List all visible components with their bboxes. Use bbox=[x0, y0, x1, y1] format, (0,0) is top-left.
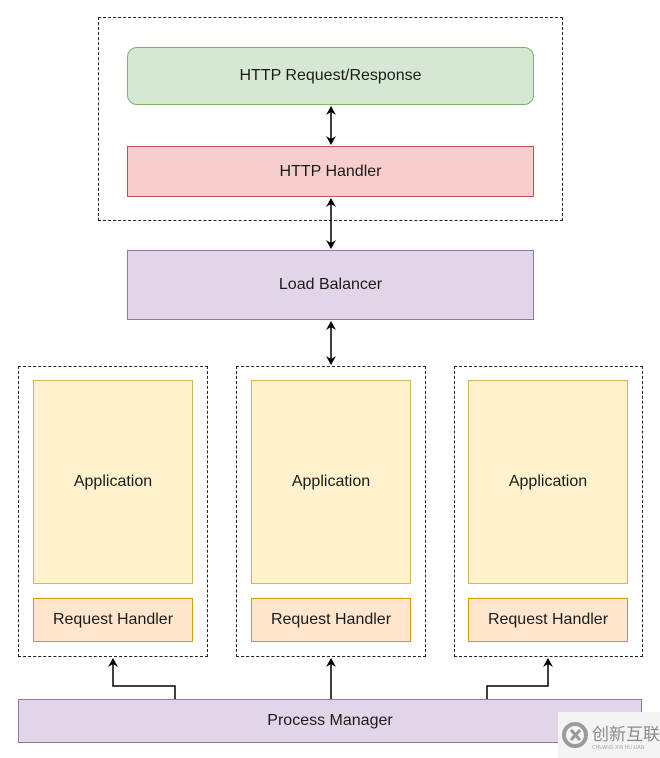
worker-group-2 bbox=[236, 366, 426, 657]
request-handler-node-3[interactable]: Request Handler bbox=[468, 598, 628, 642]
worker-group-3 bbox=[454, 366, 643, 657]
node-label: Request Handler bbox=[270, 611, 392, 628]
load-balancer-node[interactable]: Load Balancer bbox=[127, 250, 534, 320]
node-label: Request Handler bbox=[52, 611, 174, 628]
http-handler-node[interactable]: HTTP Handler bbox=[127, 146, 534, 197]
process-manager-node[interactable]: Process Manager bbox=[18, 699, 642, 743]
watermark-text: 创新互联 bbox=[592, 724, 660, 744]
node-label: Process Manager bbox=[267, 712, 393, 729]
node-label: Application bbox=[291, 473, 371, 490]
node-label: Application bbox=[508, 473, 588, 490]
edge-pm-to-worker-1 bbox=[108, 658, 176, 699]
watermark-subtext: CHUANG XIN HU LIAN bbox=[592, 744, 645, 751]
node-label: Application bbox=[73, 473, 153, 490]
worker-group-1 bbox=[18, 366, 208, 657]
watermark-logo-icon bbox=[562, 722, 588, 748]
node-label: HTTP Request/Response bbox=[239, 67, 422, 84]
edge-pm-to-worker-3 bbox=[486, 658, 553, 699]
request-handler-node-1[interactable]: Request Handler bbox=[33, 598, 193, 642]
node-label: Load Balancer bbox=[278, 276, 383, 293]
application-node-3[interactable]: Application bbox=[468, 380, 628, 584]
watermark: 创新互联 CHUANG XIN HU LIAN bbox=[558, 712, 660, 758]
node-label: HTTP Handler bbox=[279, 162, 382, 180]
application-node-2[interactable]: Application bbox=[251, 380, 411, 584]
http-request-response-node[interactable]: HTTP Request/Response bbox=[127, 47, 534, 105]
application-node-1[interactable]: Application bbox=[33, 380, 193, 584]
node-label: Request Handler bbox=[487, 611, 609, 628]
request-handler-node-2[interactable]: Request Handler bbox=[251, 598, 411, 642]
